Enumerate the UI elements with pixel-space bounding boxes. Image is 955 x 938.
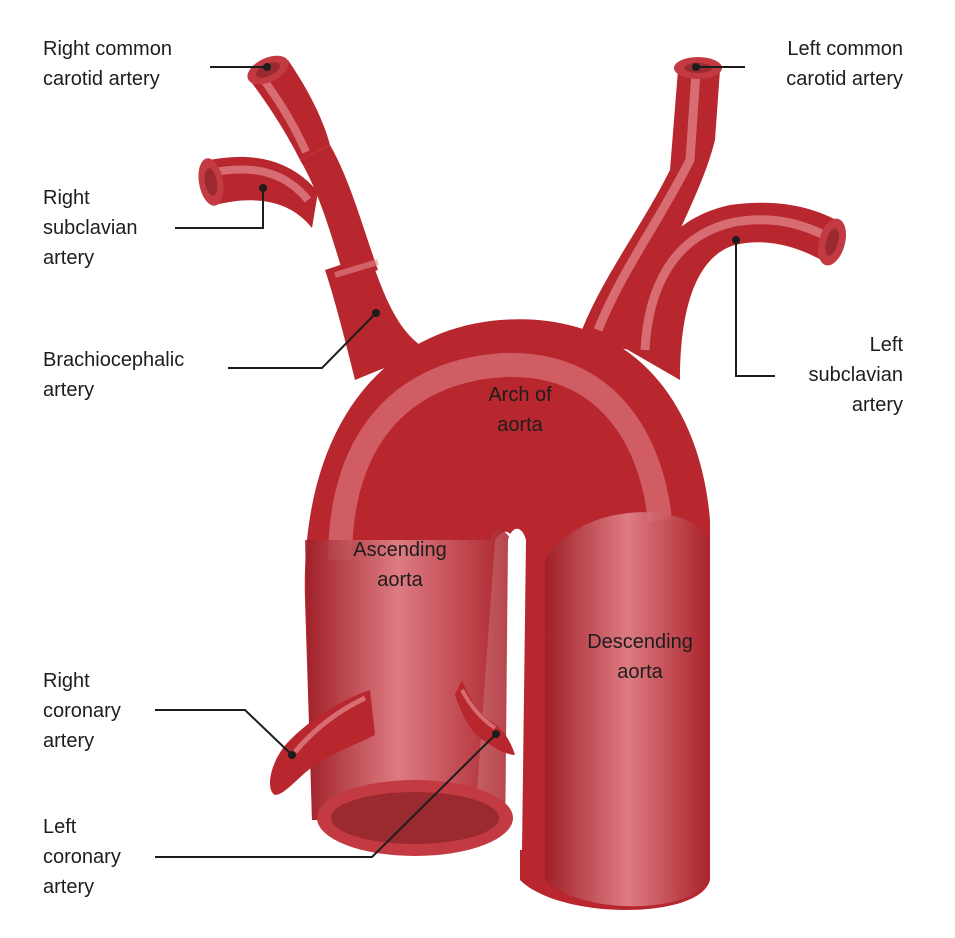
dot-brachiocephalic [372, 309, 380, 317]
leader-right-coronary [155, 709, 293, 756]
dot-right-common-carotid [263, 63, 271, 71]
left-subclavian-artery [628, 202, 847, 380]
leader-left-coronary [155, 733, 497, 858]
dot-left-coronary [492, 730, 500, 738]
dot-left-common-carotid [692, 63, 700, 71]
dot-right-subclavian [259, 184, 267, 192]
label-ascending-aorta: Ascending aorta [353, 539, 447, 591]
label-left-coronary: Left coronary artery [43, 816, 121, 898]
leader-left-subclavian [735, 240, 775, 377]
label-right-common-carotid: Right common carotid artery [43, 38, 172, 90]
label-descending-aorta: Descending aorta [587, 631, 693, 683]
right-subclavian-artery [198, 156, 318, 228]
right-coronary-artery [270, 690, 375, 795]
label-arch-of-aorta: Arch of aorta [488, 384, 552, 436]
dot-right-coronary [288, 751, 296, 759]
aorta-body [304, 319, 710, 911]
label-right-subclavian: Right subclavian artery [43, 187, 138, 269]
leader-lines [155, 63, 775, 858]
leader-brachiocephalic [228, 312, 377, 369]
label-left-common-carotid: Left common carotid artery [786, 38, 903, 90]
left-coronary-artery [455, 680, 515, 755]
dot-left-subclavian [732, 236, 740, 244]
leader-right-subclavian [175, 188, 264, 229]
brachiocephalic-artery [300, 145, 428, 380]
label-brachiocephalic: Brachiocephalic artery [43, 349, 185, 401]
label-right-coronary: Right coronary artery [43, 670, 121, 752]
label-left-subclavian: Left subclavian artery [808, 334, 903, 416]
